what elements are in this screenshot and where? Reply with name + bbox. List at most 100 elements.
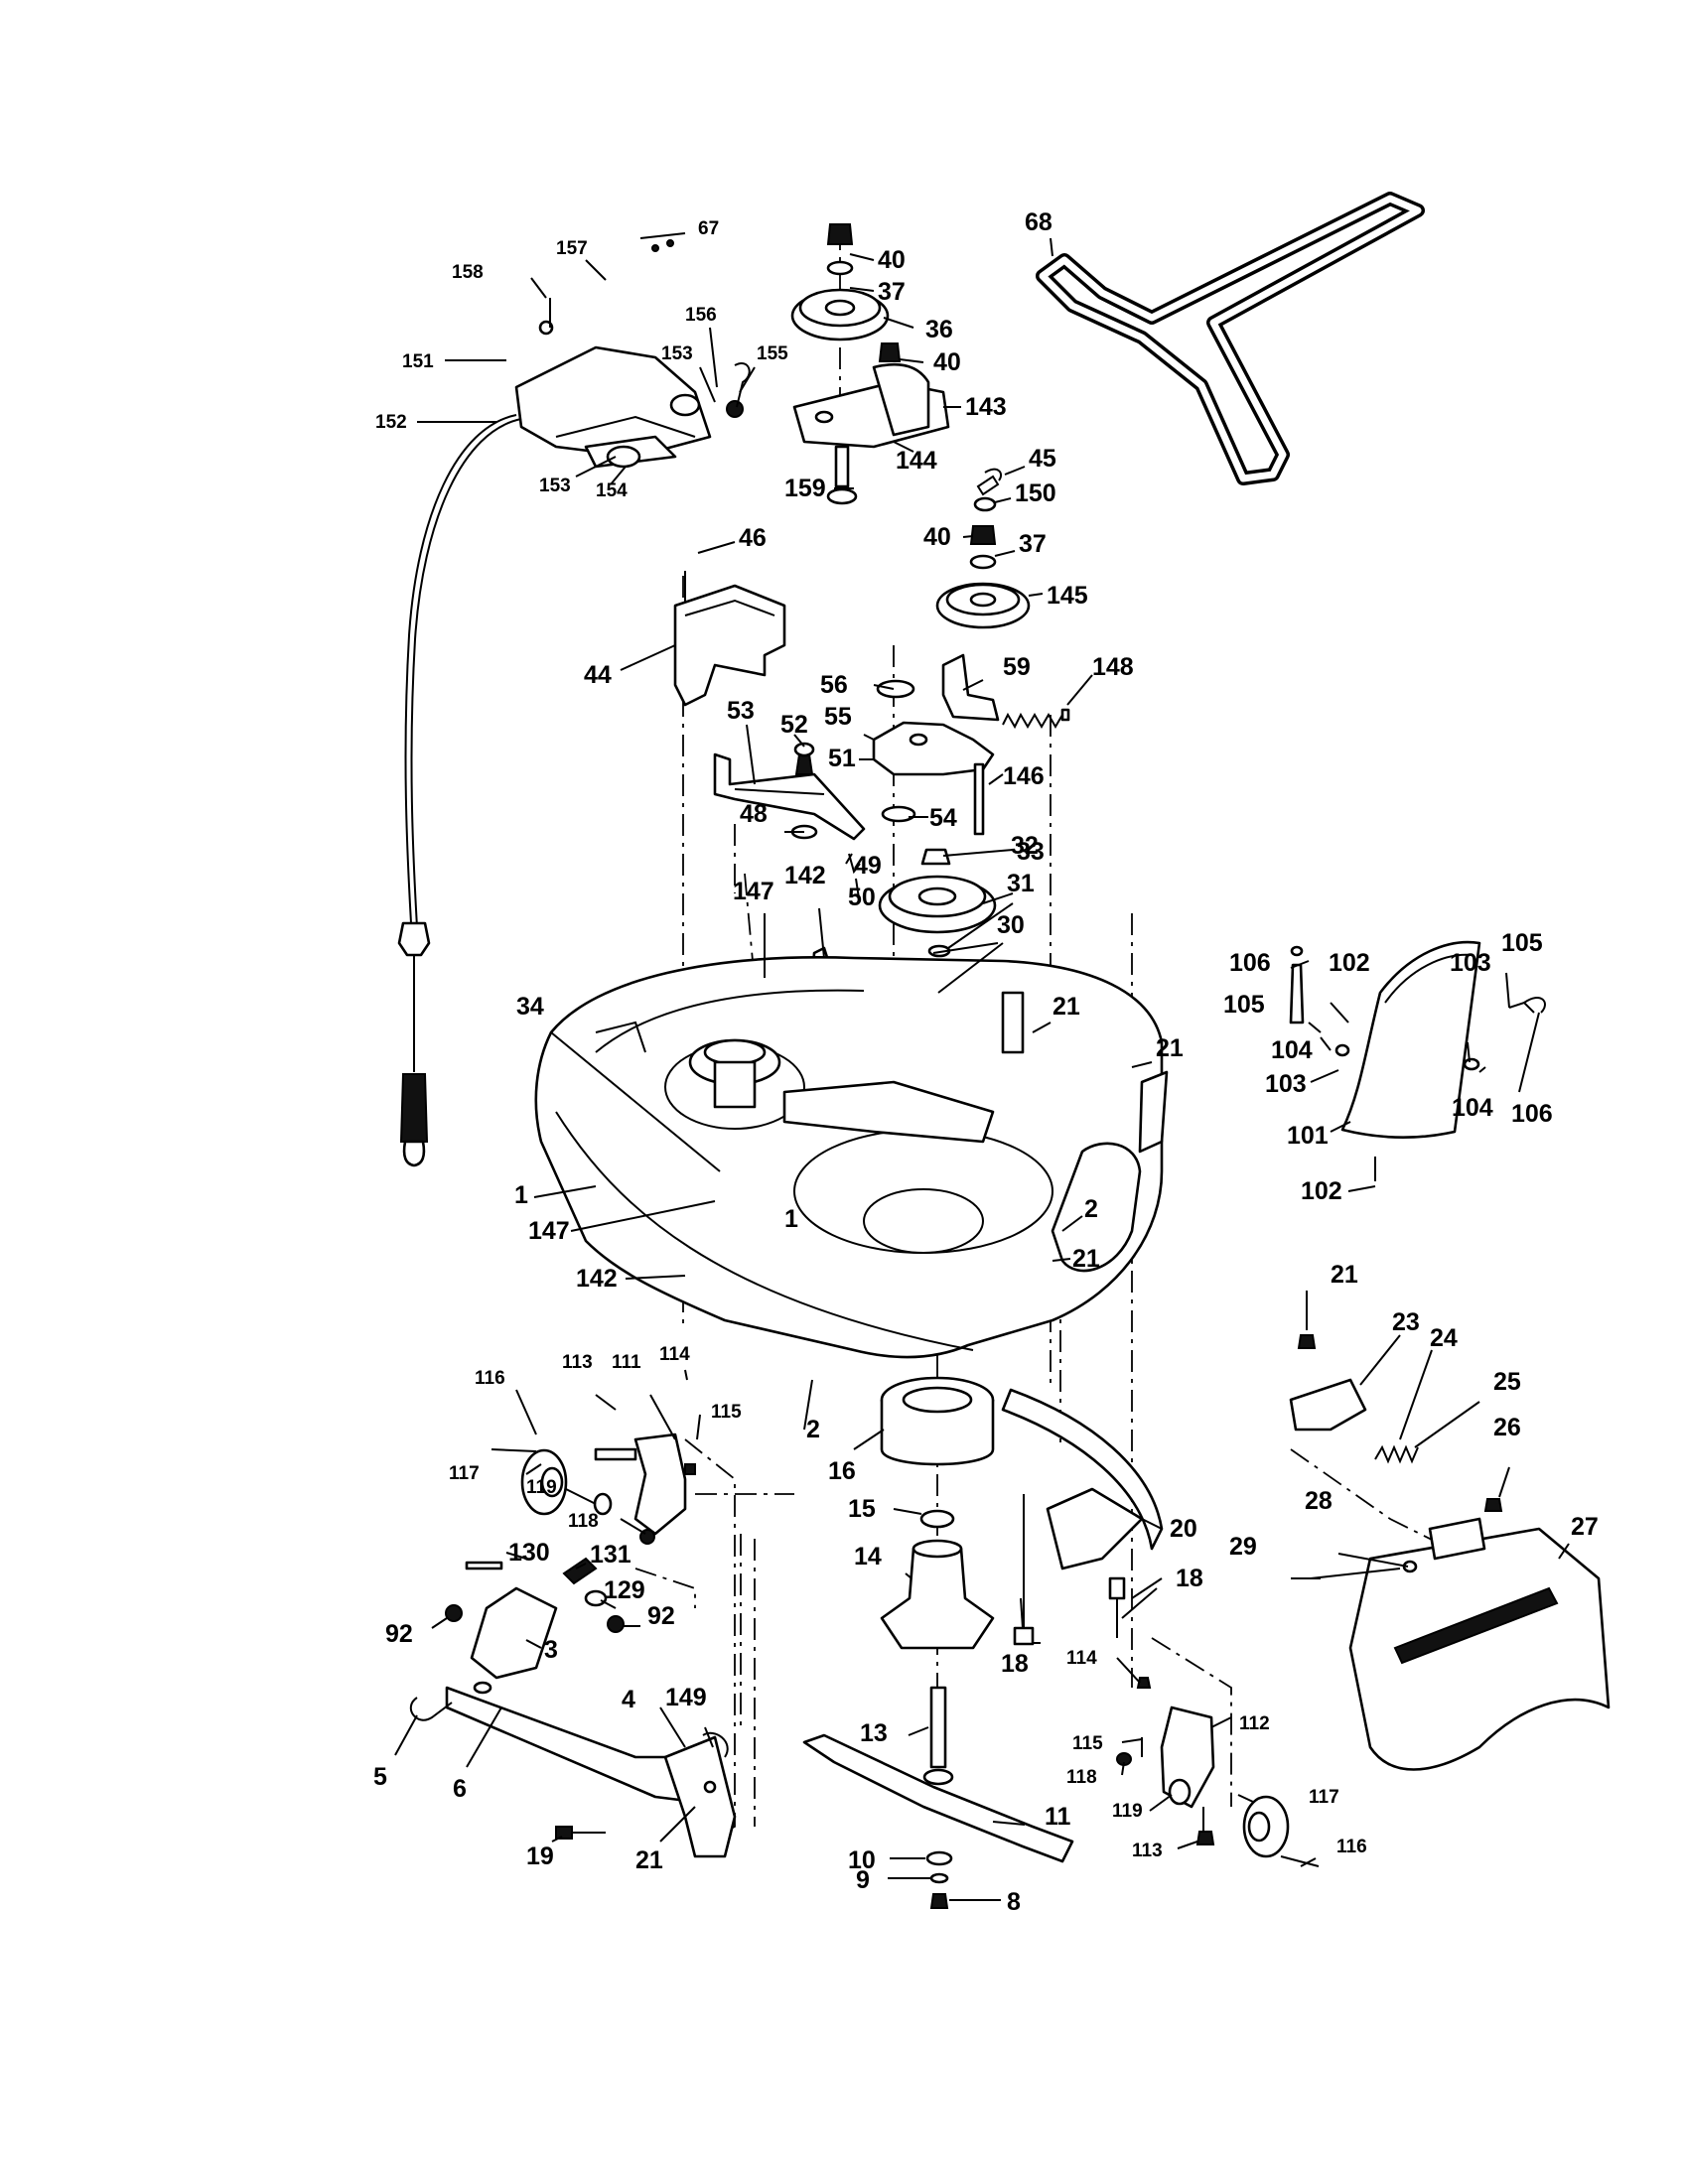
callout-3: 3 (544, 1636, 558, 1664)
callout-111: 111 (612, 1352, 641, 1373)
callout-130: 130 (508, 1539, 550, 1567)
callout-5: 5 (373, 1763, 387, 1791)
callout-2-b: 2 (806, 1416, 820, 1443)
callout-114-a: 114 (659, 1344, 690, 1365)
idler-plate (872, 721, 995, 836)
callout-14: 14 (854, 1543, 882, 1570)
callout-45: 45 (1029, 445, 1056, 473)
callout-25: 25 (1493, 1368, 1521, 1396)
callout-106-b: 106 (1511, 1100, 1553, 1128)
callout-40-third: 40 (923, 523, 951, 551)
callout-46: 46 (739, 524, 767, 552)
callout-118-a: 118 (568, 1511, 599, 1532)
callout-37-top: 37 (878, 278, 906, 306)
callout-157: 157 (556, 238, 588, 259)
callout-155: 155 (757, 343, 788, 364)
callout-6: 6 (453, 1775, 467, 1803)
drive-belt (1036, 192, 1425, 485)
mower-deck-housing (534, 956, 1169, 1359)
callout-50: 50 (848, 884, 876, 911)
callout-34: 34 (516, 993, 544, 1021)
callout-18-a: 18 (1176, 1565, 1203, 1592)
blade-spindle-assembly (802, 1686, 1074, 1909)
callout-131: 131 (590, 1541, 632, 1569)
callout-49: 49 (854, 852, 882, 880)
callout-56: 56 (820, 671, 848, 699)
callout-19: 19 (526, 1843, 554, 1870)
chute-bracket-spring (1289, 1334, 1503, 1512)
callout-20: 20 (1170, 1515, 1197, 1543)
callout-143: 143 (965, 393, 1007, 421)
callout-92-b: 92 (647, 1602, 675, 1630)
callout-153-top: 153 (661, 343, 693, 364)
callout-16: 16 (828, 1457, 856, 1485)
callout-154: 154 (596, 480, 628, 501)
callout-30: 30 (997, 911, 1025, 939)
callout-27: 27 (1571, 1513, 1599, 1541)
callout-8: 8 (1007, 1888, 1021, 1916)
callout-117-b: 117 (1309, 1787, 1339, 1808)
discharge-chute-deflector (1289, 940, 1546, 1181)
callout-18-b: 18 (1001, 1650, 1029, 1678)
callout-115-b: 115 (1072, 1733, 1103, 1754)
callout-145: 145 (1047, 582, 1088, 610)
callout-103-b: 103 (1265, 1070, 1307, 1098)
idler-bracket (876, 653, 1070, 730)
callout-29: 29 (1229, 1533, 1257, 1561)
callout-59: 59 (1003, 653, 1031, 681)
callout-104-b: 104 (1452, 1094, 1493, 1122)
callout-102-b: 102 (1301, 1177, 1342, 1205)
callout-67: 67 (698, 218, 719, 239)
callout-9: 9 (856, 1866, 870, 1894)
callout-52: 52 (780, 711, 808, 739)
callout-156: 156 (685, 305, 717, 326)
callout-159: 159 (784, 475, 826, 502)
callout-leader-lines (394, 232, 1570, 1901)
callout-24: 24 (1430, 1324, 1458, 1352)
callout-147-top: 147 (733, 878, 774, 905)
callout-2-a: 2 (1084, 1195, 1098, 1223)
callout-151: 151 (402, 351, 434, 372)
callout-147-bottom: 147 (528, 1217, 570, 1245)
callout-54: 54 (929, 804, 957, 832)
callout-44: 44 (584, 661, 612, 689)
callout-113-b: 113 (1132, 1841, 1163, 1861)
belt-guard (673, 571, 786, 707)
idler-arm-assembly (713, 742, 866, 875)
callout-104-a: 104 (1271, 1036, 1313, 1064)
right-gauge-wheel-assembly (1116, 1677, 1320, 1867)
callout-21-e: 21 (635, 1846, 663, 1874)
callout-105-a: 105 (1501, 929, 1543, 957)
callout-119-a: 119 (526, 1477, 557, 1498)
callout-13: 13 (860, 1719, 888, 1747)
discharge-chute (1310, 1517, 1611, 1771)
callout-106-a: 106 (1229, 949, 1271, 977)
callout-37-second: 37 (1019, 530, 1047, 558)
callout-102-a: 102 (1329, 949, 1370, 977)
callout-114-b: 114 (1066, 1648, 1097, 1669)
callout-150: 150 (1015, 479, 1056, 507)
callout-21-d: 21 (1331, 1261, 1358, 1289)
callout-68: 68 (1025, 208, 1052, 236)
callout-31: 31 (1007, 870, 1035, 897)
callout-48: 48 (740, 800, 768, 828)
deck-drive-pulley-stack (878, 848, 997, 1032)
callout-1-a: 1 (514, 1181, 528, 1209)
callout-labels: 67 157 158 156 153 155 151 152 153 154 4… (373, 208, 1599, 1916)
callout-112: 112 (1239, 1713, 1270, 1734)
callout-153-bottom: 153 (539, 476, 571, 496)
callout-21-a: 21 (1052, 993, 1080, 1021)
callout-146: 146 (1003, 762, 1045, 790)
callout-117-a: 117 (449, 1463, 480, 1484)
callout-4: 4 (622, 1686, 635, 1713)
idler-arm-pulley-stack (935, 468, 1031, 629)
callout-21-b: 21 (1156, 1034, 1184, 1062)
callout-105-b: 105 (1223, 991, 1265, 1019)
callout-36: 36 (925, 316, 953, 343)
callout-103-a: 103 (1450, 949, 1491, 977)
callout-23: 23 (1392, 1308, 1420, 1336)
callout-149: 149 (665, 1684, 707, 1711)
callout-129: 129 (604, 1576, 645, 1604)
callout-51: 51 (828, 745, 856, 772)
